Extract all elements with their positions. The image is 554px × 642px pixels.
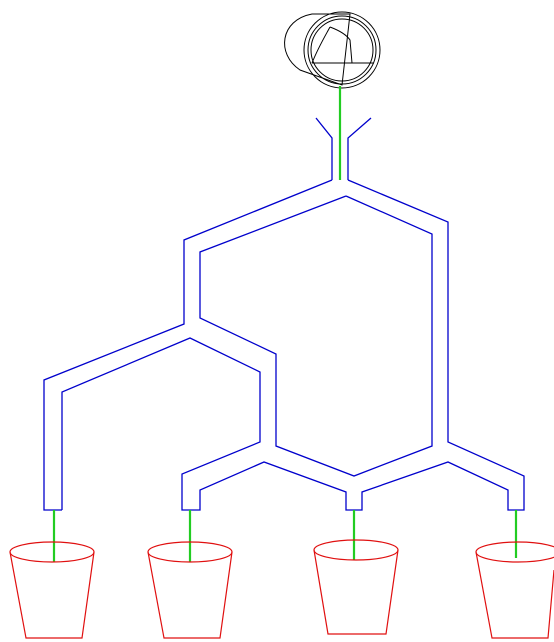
pipe-outer-wall-right (61, 179, 525, 511)
tank-face-outer (303, 11, 381, 89)
bucket-1 (9, 541, 95, 639)
inlet-funnel (315, 117, 372, 180)
bucket-3-body (313, 549, 399, 635)
bucket-3 (313, 539, 399, 635)
funnel-left-lip (315, 117, 333, 180)
bucket-3-rim (313, 539, 399, 561)
tank-body (284, 13, 351, 86)
pipe-inner-wall-center (199, 195, 433, 477)
bucket-4 (475, 541, 554, 639)
funnel-right-lip (347, 117, 372, 180)
tank-face-inner (307, 15, 377, 85)
bucket-2 (147, 541, 233, 639)
pipe-outer-wall-left (43, 179, 333, 511)
bucket-1-body (9, 551, 95, 639)
bucket-1-rim (9, 541, 95, 563)
bucket-4-body (475, 551, 554, 639)
tank-water-level (311, 26, 374, 64)
bucket-2-body (147, 551, 233, 639)
water-tank (284, 11, 381, 89)
tank-face-rim (310, 18, 374, 82)
